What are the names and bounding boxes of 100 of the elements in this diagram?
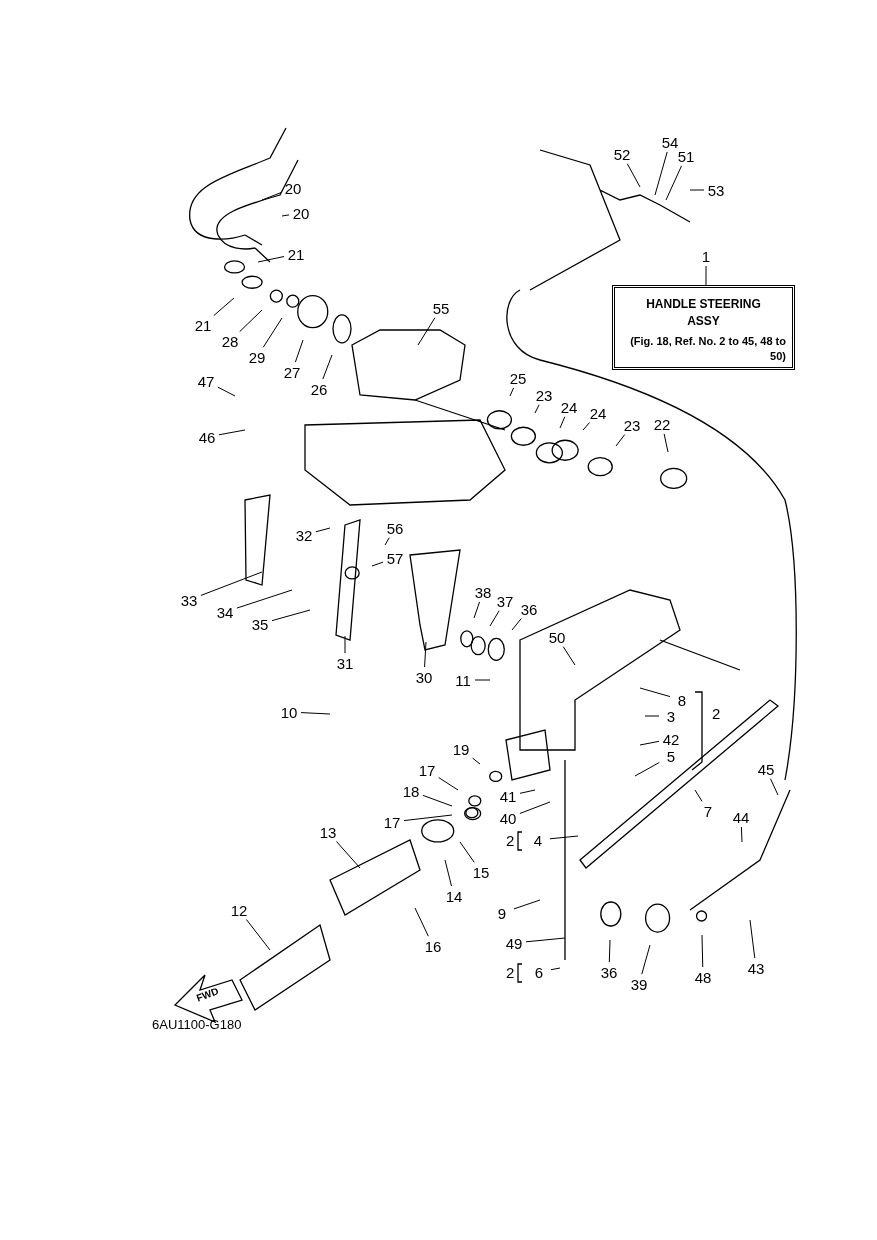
callout-number: 5	[666, 748, 676, 764]
leader-line	[315, 527, 331, 533]
callout-number: 16	[424, 938, 442, 954]
leader-line	[344, 635, 346, 654]
leader-line	[701, 934, 704, 968]
leader-line	[489, 610, 500, 627]
part-group-number: 2	[506, 833, 515, 848]
callout-number: 30	[415, 669, 433, 685]
leader-line	[217, 386, 236, 397]
leader-line	[261, 192, 282, 201]
leader-line	[582, 422, 591, 431]
callout-number: 29	[248, 349, 266, 365]
leader-line	[639, 687, 671, 698]
leader-line	[414, 907, 429, 937]
callout-number: 10	[280, 704, 298, 720]
callout-number: 56	[386, 520, 404, 536]
leader-line	[513, 899, 541, 910]
leader-line	[559, 416, 566, 429]
callout-number: 57	[386, 550, 404, 566]
callout-number: 45	[757, 761, 775, 777]
callout-number: 50	[548, 629, 566, 645]
callout-number: 53	[707, 182, 725, 198]
callout-number: 52	[613, 146, 631, 162]
callout-number: 12	[230, 902, 248, 918]
leader-line	[534, 404, 540, 414]
callout-number: 20	[284, 180, 302, 196]
callout-number: 38	[474, 584, 492, 600]
callout-number: 36	[520, 601, 538, 617]
callout-number: 3	[666, 708, 676, 724]
callout-number: 37	[496, 593, 514, 609]
part-group-number: 2	[506, 965, 515, 980]
callout-number: 22	[653, 416, 671, 432]
leader-line	[550, 967, 561, 971]
leader-line	[322, 354, 333, 380]
callout-number: 32	[295, 527, 313, 543]
leader-line	[474, 679, 491, 681]
leader-line	[770, 778, 779, 796]
callout-number: 17	[383, 814, 401, 830]
callout-number: 41	[499, 788, 517, 804]
leader-line	[245, 919, 271, 951]
callout-number: 46	[198, 429, 216, 445]
leader-line	[654, 151, 668, 196]
leader-line	[424, 641, 427, 668]
callout-number: 48	[694, 969, 712, 985]
leader-line	[422, 794, 453, 807]
leader-line	[271, 609, 311, 622]
leader-line	[615, 434, 626, 447]
callout-number: 51	[677, 148, 695, 164]
leader-line	[608, 939, 611, 963]
leader-line	[740, 826, 743, 843]
callout-number: 43	[747, 960, 765, 976]
callout-number: 19	[452, 741, 470, 757]
leader-line	[689, 189, 705, 191]
callout-number: 40	[499, 810, 517, 826]
callout-number: 36	[600, 964, 618, 980]
callout-number: 47	[197, 373, 215, 389]
callout-number: 4	[533, 832, 543, 848]
leader-line	[525, 937, 566, 943]
callout-number: 42	[662, 731, 680, 747]
callout-number: 54	[661, 134, 679, 150]
callout-number: 31	[336, 655, 354, 671]
callout-number: 33	[180, 592, 198, 608]
callout-number: 18	[402, 783, 420, 799]
leader-line	[294, 339, 304, 363]
callout-number: 7	[703, 803, 713, 819]
leader-line	[694, 789, 703, 802]
leader-line	[335, 841, 361, 869]
callout-number: 39	[630, 976, 648, 992]
leader-line	[200, 571, 263, 596]
callout-number: 44	[732, 809, 750, 825]
leader-line	[236, 589, 293, 609]
drawing-code: 6AU1100-G180	[152, 1017, 242, 1032]
callout-number: 28	[221, 333, 239, 349]
leader-line	[300, 712, 331, 715]
callout-number: 26	[310, 381, 328, 397]
leader-line	[473, 601, 481, 619]
leader-line	[663, 433, 669, 453]
note-box	[612, 285, 795, 370]
callout-number: 55	[432, 300, 450, 316]
leader-line	[218, 429, 246, 436]
callout-number: 11	[455, 672, 471, 688]
leader-line	[749, 919, 756, 959]
leader-line	[511, 618, 522, 631]
callout-number: 8	[677, 692, 687, 708]
leader-line	[641, 944, 651, 975]
callout-number: 23	[623, 417, 641, 433]
leader-line	[626, 163, 641, 188]
leader-line	[639, 740, 660, 746]
callout-number: 9	[497, 905, 507, 921]
callout-number: 20	[292, 205, 310, 221]
leader-line	[644, 715, 660, 717]
note-text: (Fig. 18, Ref. No. 2 to 45, 48 to 50)	[629, 334, 786, 364]
callout-number: 21	[287, 246, 305, 262]
leader-line	[562, 646, 576, 666]
leader-line	[509, 387, 515, 397]
direction-text: FWD	[194, 984, 221, 1006]
leader-line	[519, 789, 536, 794]
note-title: HANDLE STEERING ASSY	[645, 296, 762, 330]
leader-line	[371, 561, 384, 567]
callout-number: 1	[701, 248, 711, 264]
